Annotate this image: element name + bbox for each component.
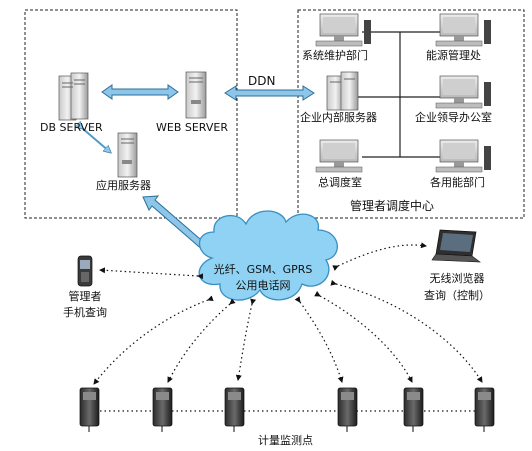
wireless-label-line1: 无线浏览器 (429, 272, 485, 285)
dotted-links (93, 242, 483, 385)
laptop-icon (431, 229, 481, 263)
energy-management-label: 能源管理处 (426, 49, 481, 62)
mobile-label-line2: 手机查询 (63, 306, 107, 319)
pc-energy-management-icon (435, 13, 491, 47)
db-web-link (101, 84, 179, 100)
pc-leadership-office-icon (435, 75, 491, 109)
dispatch-center-title: 管理者调度中心 (350, 199, 435, 213)
meter-icon (403, 387, 424, 432)
leadership-office-label: 企业领导办公室 (415, 111, 492, 124)
center-network-lines (358, 31, 444, 158)
system-maintenance-label: 系统维护部门 (302, 49, 368, 62)
ddn-link (224, 85, 315, 101)
db-server-icon (58, 72, 89, 121)
server-room-box (24, 9, 238, 219)
meter-icon (224, 387, 245, 432)
app-server-label: 应用服务器 (96, 179, 151, 192)
dispatch-center-box (297, 9, 525, 219)
departments-label: 各用能部门 (430, 176, 485, 189)
meters-label: 计量监测点 (258, 434, 313, 447)
mobile-phone-icon (77, 255, 93, 287)
wireless-label-line2: 查询（控制） (424, 289, 490, 302)
app-server-icon (117, 132, 138, 178)
web-server-icon (185, 71, 207, 119)
meter-icon (79, 387, 100, 432)
db-server-label: DB SERVER (40, 121, 103, 134)
enterprise-servers-icon (326, 71, 359, 111)
enterprise-servers-label: 企业内部服务器 (300, 111, 377, 124)
meter-icon (337, 387, 358, 432)
pc-system-maintenance-icon (315, 13, 371, 47)
meter-icon (474, 387, 495, 432)
web-server-label: WEB SERVER (156, 121, 228, 134)
pc-departments-icon (435, 139, 491, 173)
pc-dispatch-room-icon (315, 139, 363, 173)
cloud-label-line2: 公用电话网 (235, 279, 291, 292)
ddn-label: DDN (248, 74, 276, 88)
cloud-label-line1: 光纤、GSM、GPRS (213, 263, 313, 276)
mobile-label-line1: 管理者 (68, 290, 102, 303)
dispatch-room-label: 总调度室 (318, 176, 362, 189)
db-app-link (82, 128, 110, 152)
meter-icon (152, 387, 173, 432)
